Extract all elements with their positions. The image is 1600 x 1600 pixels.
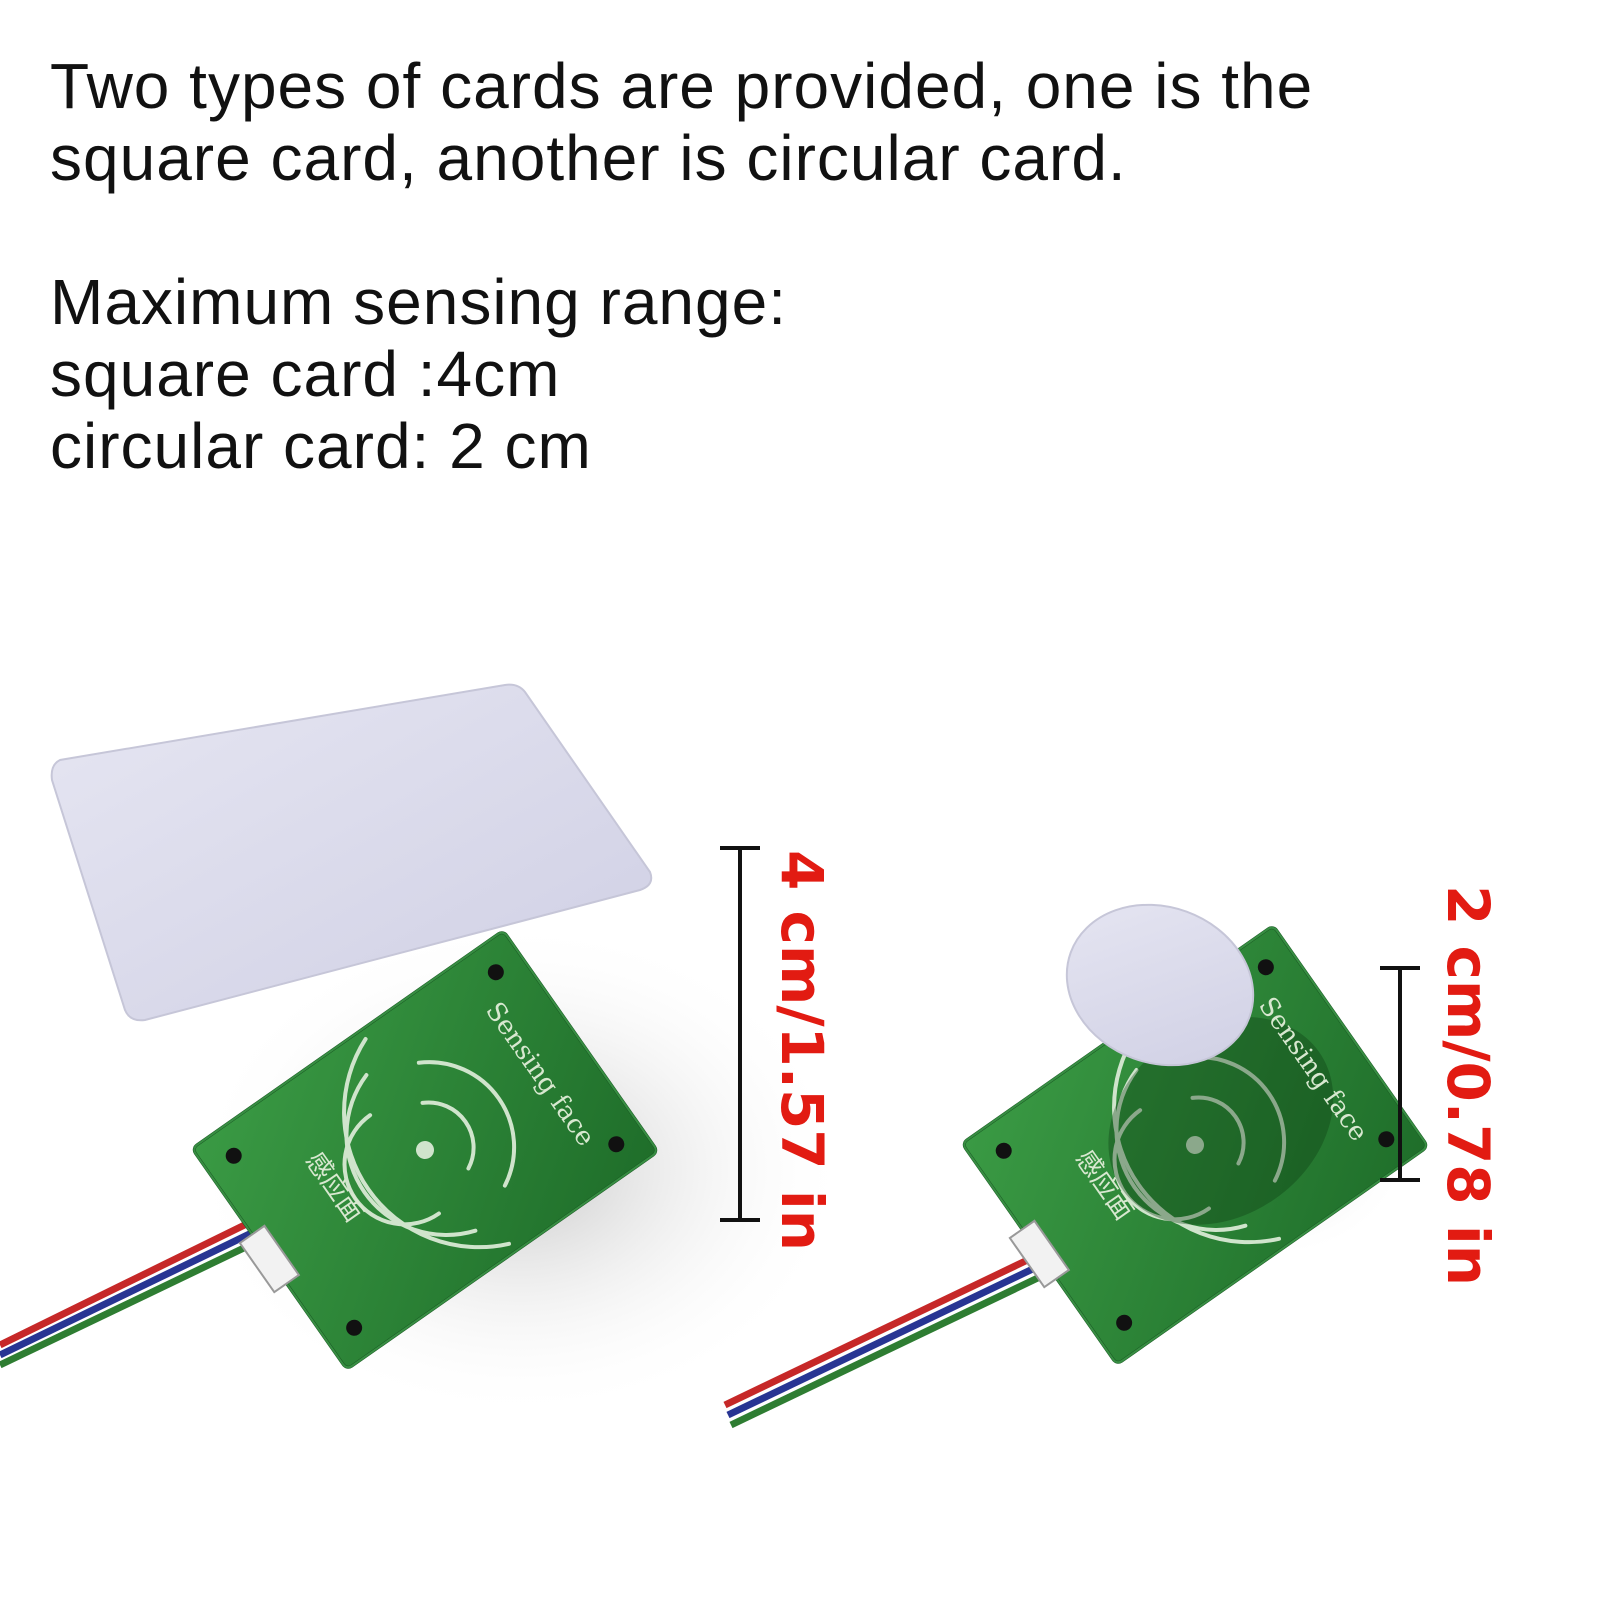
range-heading: Maximum sensing range: xyxy=(50,266,787,338)
square-range: square card :4cm xyxy=(50,338,561,410)
square-card xyxy=(50,683,653,1022)
intro-line-1: Two types of cards are provided, one is … xyxy=(50,50,1314,122)
description-text: Two types of cards are provided, one is … xyxy=(50,50,1550,482)
right-connector xyxy=(1008,1219,1071,1289)
circular-range: circular card: 2 cm xyxy=(50,410,592,482)
intro-line-2: square card, another is circular card. xyxy=(50,122,1127,194)
left-sensor-module xyxy=(192,931,658,1369)
circular-card xyxy=(1065,903,1255,1067)
right-sensor-module xyxy=(962,926,1428,1364)
circular-dimension-bracket xyxy=(1380,966,1420,1182)
left-cable xyxy=(0,1211,273,1369)
left-connector xyxy=(238,1224,301,1294)
square-range-label: 4 cm/1.57 in xyxy=(768,850,836,1251)
right-cable xyxy=(723,1251,1046,1429)
square-dimension-bracket xyxy=(720,846,760,1222)
circular-range-label: 2 cm/0.78 in xyxy=(1434,885,1502,1286)
